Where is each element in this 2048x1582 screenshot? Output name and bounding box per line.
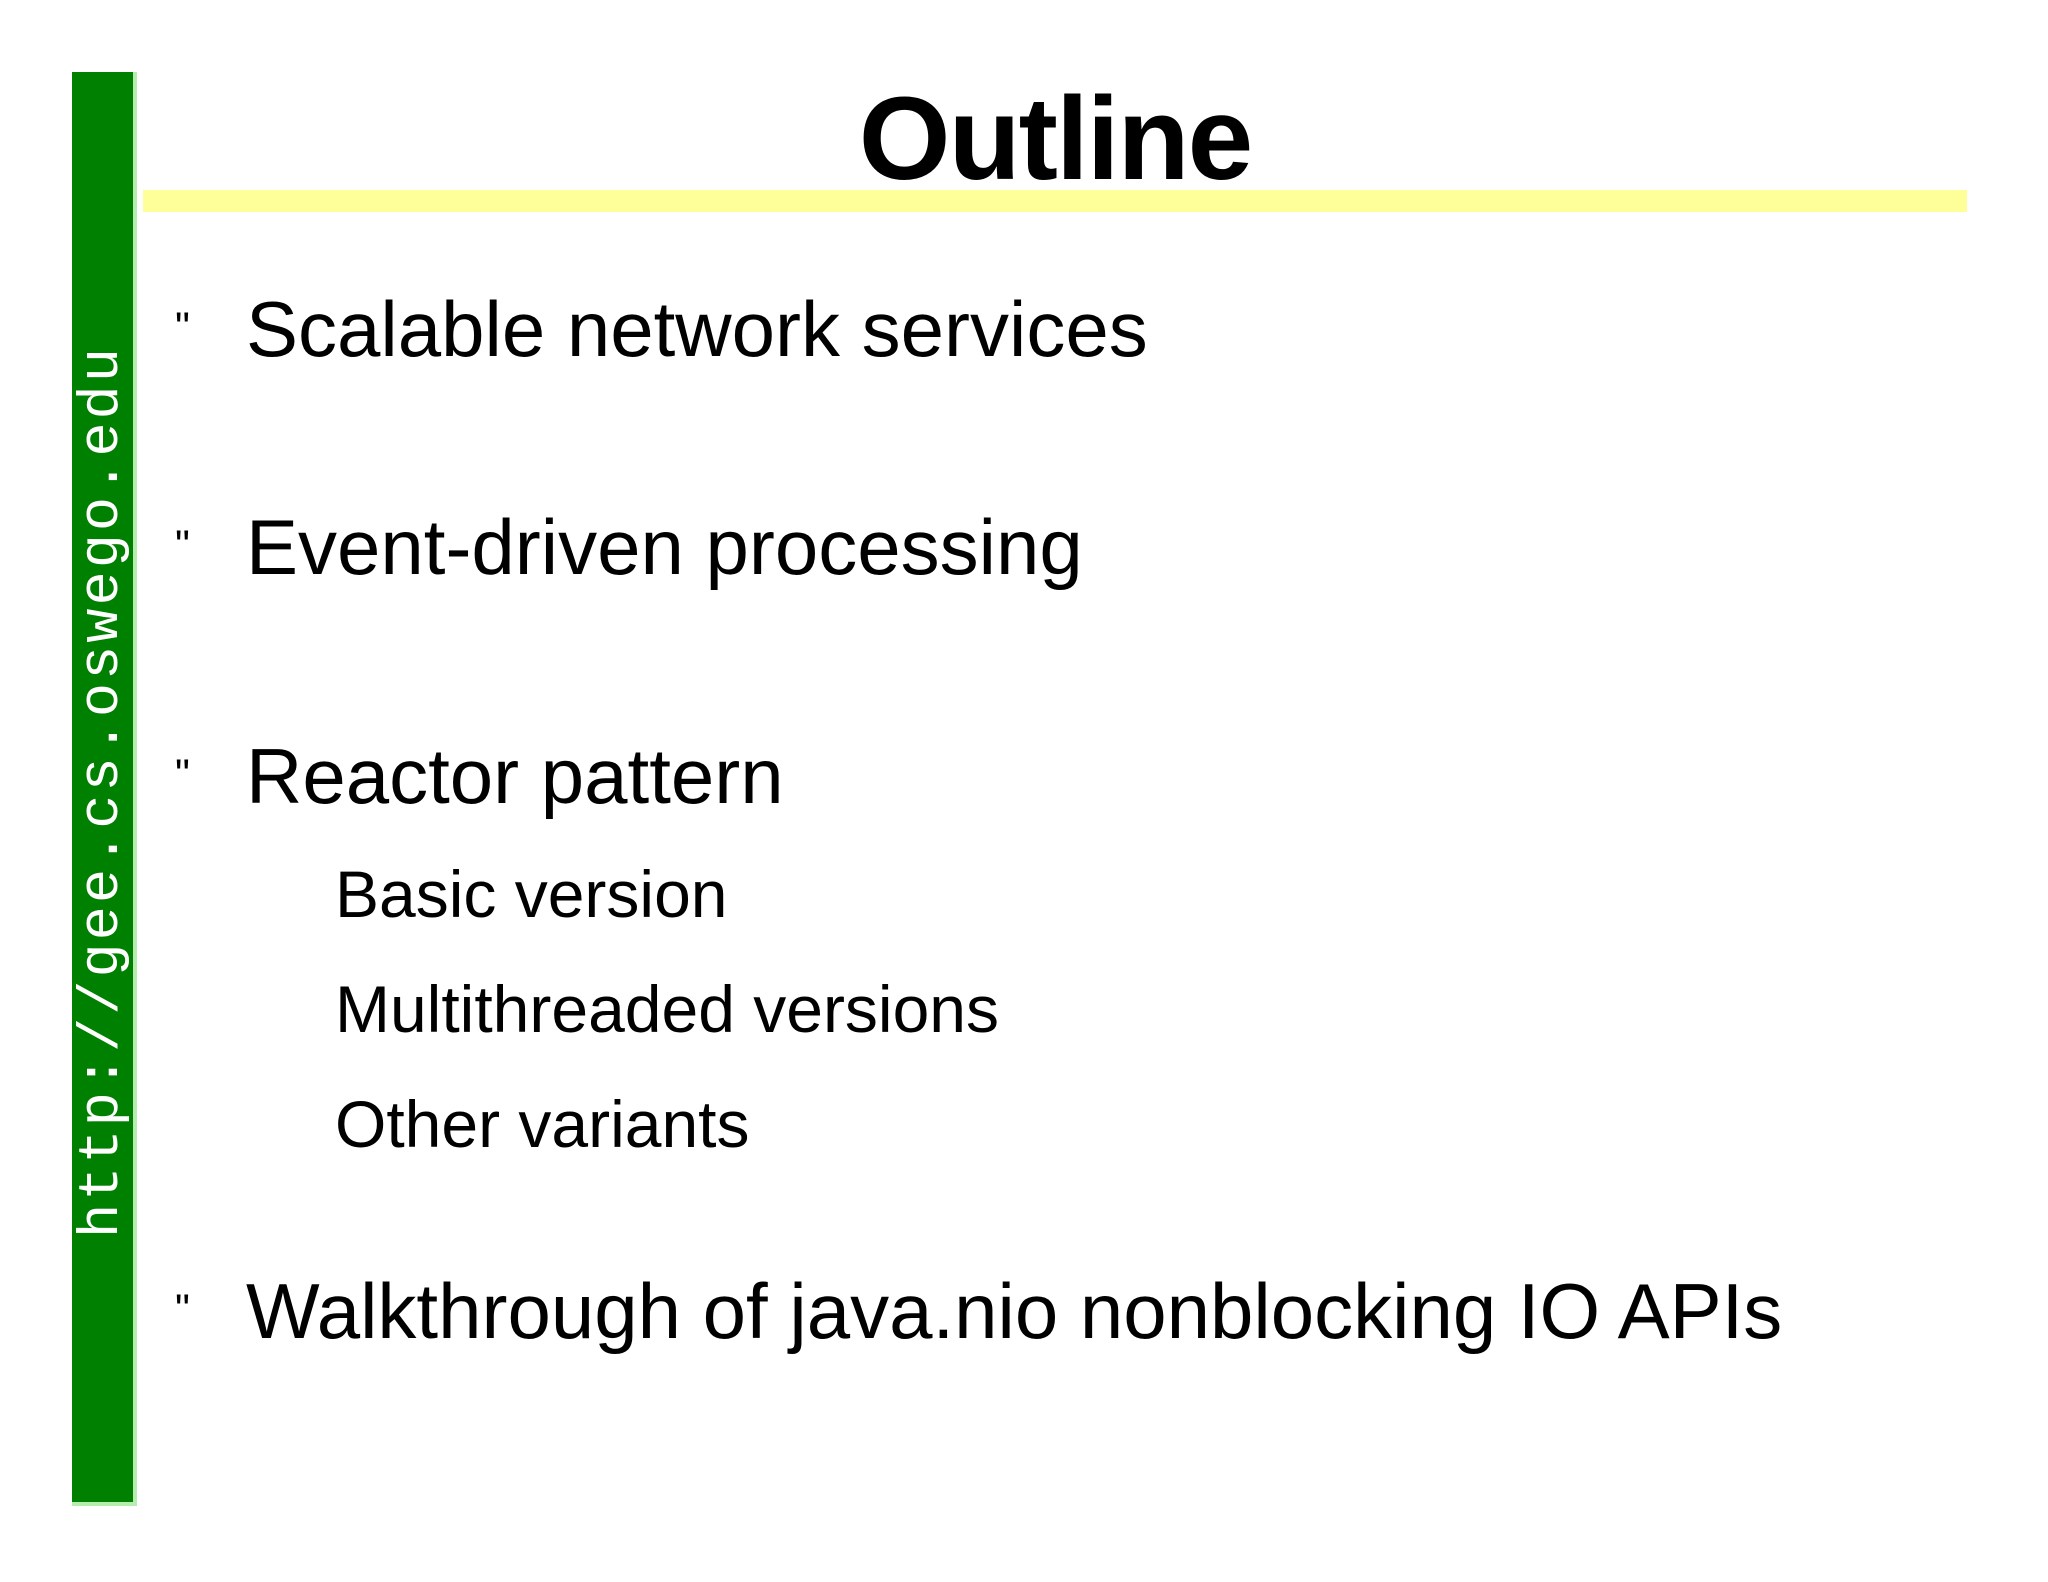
- bullet-glyph: ": [175, 1285, 190, 1332]
- bullet-item-label: Event-driven processing: [246, 503, 1083, 591]
- sub-item-label: Multithreaded versions: [335, 972, 999, 1046]
- sub-item: Basic version: [335, 861, 728, 927]
- sub-item-label: Basic version: [335, 857, 728, 931]
- sidebar-green-bar: [72, 72, 137, 1506]
- sub-item-label: Other variants: [335, 1087, 750, 1161]
- bullet-item: " Walkthrough of java.nio nonblocking IO…: [175, 1272, 1782, 1350]
- slide-title: Outline: [858, 73, 1253, 205]
- bullet-item-label: Scalable network services: [246, 285, 1148, 373]
- bullet-item: " Event-driven processing: [175, 508, 1083, 586]
- bullet-item-label: Reactor pattern: [246, 732, 784, 820]
- sidebar-url-vertical-text: http://gee.cs.oswego.edu: [71, 345, 135, 1238]
- bullet-item: " Reactor pattern: [175, 737, 784, 815]
- bullet-glyph: ": [175, 521, 190, 568]
- sub-item: Multithreaded versions: [335, 976, 999, 1042]
- bullet-item-label: Walkthrough of java.nio nonblocking IO A…: [246, 1267, 1783, 1355]
- title-underline-rule: [143, 190, 1967, 212]
- bullet-glyph: ": [175, 750, 190, 797]
- bullet-item: " Scalable network services: [175, 290, 1148, 368]
- sub-item: Other variants: [335, 1091, 750, 1157]
- bullet-glyph: ": [175, 303, 190, 350]
